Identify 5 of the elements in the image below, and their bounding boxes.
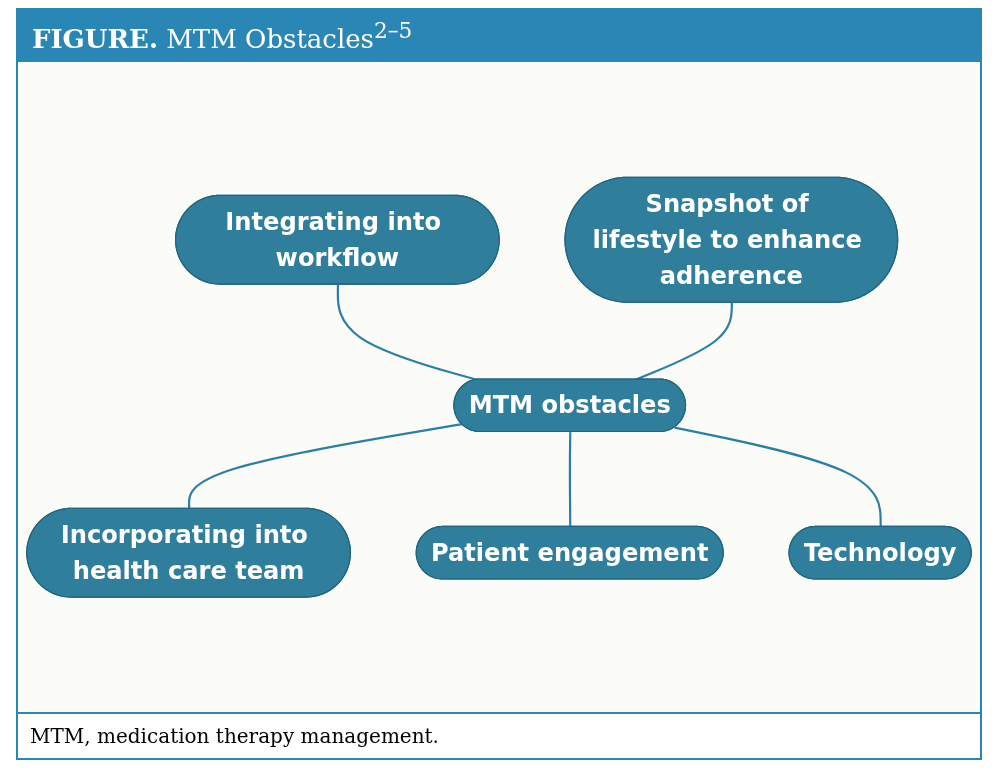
connector (187, 422, 463, 509)
connector (568, 431, 572, 527)
figure-title: FIGURE. MTM Obstacles$^{2–5}$ (18, 10, 980, 62)
connector (674, 426, 882, 527)
caption: MTM, medication therapy management. (18, 712, 980, 758)
